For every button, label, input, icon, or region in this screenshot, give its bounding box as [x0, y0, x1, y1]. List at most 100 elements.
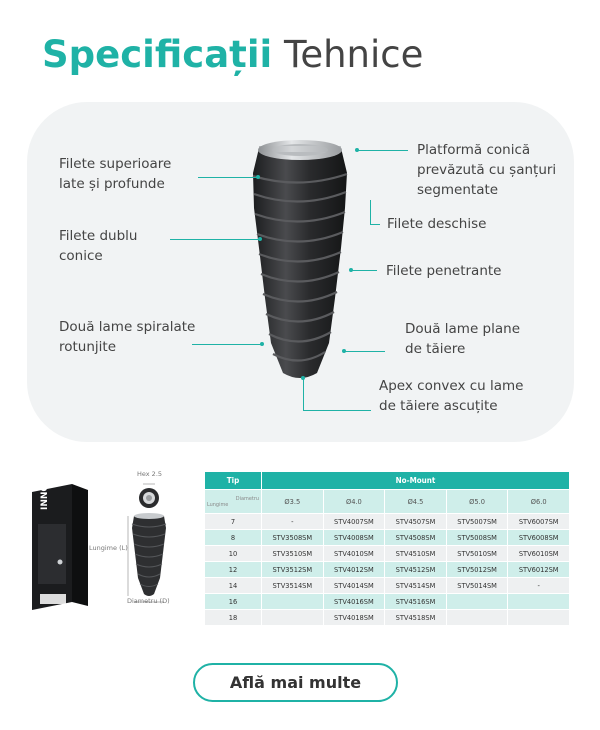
- table-diameter-row: Diametru Lungime Ø3.5 Ø4.0 Ø4.5 Ø5.0 Ø6.…: [204, 489, 570, 514]
- callout-line: Apex convex cu lame: [379, 378, 524, 394]
- table-cell: STV3514SM: [261, 577, 324, 594]
- diameter-header: Ø3.5: [261, 489, 324, 514]
- table-row: 16 STV4016SM STV4516SM: [204, 593, 570, 610]
- table-cell: STV5010SM: [445, 545, 509, 562]
- leader-lame-plane: [345, 351, 385, 352]
- table-cell: STV4012SM: [322, 561, 386, 578]
- table-cell: STV4512SM: [384, 561, 447, 578]
- table-cell: -: [507, 577, 570, 594]
- callout-filete-deschise: Filete deschise: [387, 216, 487, 232]
- diameter-header: Ø4.0: [322, 489, 386, 514]
- callout-line: de tăiere: [405, 341, 466, 357]
- diag-cell: Diametru Lungime: [205, 496, 261, 508]
- callout-line: de tăiere ascuțite: [379, 398, 498, 414]
- callout-apex: Apex convex cu lame de tăiere ascuțite: [379, 376, 523, 416]
- table-cell: STV4016SM: [322, 593, 386, 610]
- callout-line: Platformă conică: [417, 142, 531, 158]
- table-cell: STV6007SM: [507, 513, 570, 530]
- table-cell: STV4510SM: [384, 545, 447, 562]
- table-cell: STV6010SM: [507, 545, 570, 562]
- table-cell: STV4507SM: [384, 513, 447, 530]
- header-diagonal: Diametru Lungime: [204, 489, 262, 514]
- callout-line: Filete dublu: [59, 228, 138, 244]
- table-cell: [261, 609, 324, 626]
- leader-platforma: [358, 150, 408, 151]
- table-cell: STV4018SM: [322, 609, 386, 626]
- table-cell: [445, 609, 509, 626]
- callout-line: late și profunde: [59, 176, 165, 192]
- dot-lame-spiralate: [260, 342, 264, 346]
- table-header-row: Tip No-Mount: [204, 471, 570, 490]
- title-bold: Specificații: [42, 33, 273, 76]
- table-cell: STV3512SM: [261, 561, 324, 578]
- table-cell: STV6008SM: [507, 529, 570, 546]
- callout-filete-dublu: Filete dublu conice: [59, 226, 137, 266]
- diameter-header: Ø6.0: [507, 489, 570, 514]
- diag-lungime: Lungime: [207, 501, 229, 508]
- diameter-label: Diametru (D): [127, 597, 170, 605]
- callout-line: Filete superioare: [59, 156, 172, 172]
- table-row: 10 STV3510SM STV4010SM STV4510SM STV5010…: [204, 545, 570, 562]
- diag-diametru: Diametru: [235, 495, 259, 502]
- table-cell: STV5014SM: [445, 577, 509, 594]
- leader-filete-dublu: [170, 239, 260, 240]
- table-cell: STV3508SM: [261, 529, 324, 546]
- table-cell: STV5012SM: [445, 561, 509, 578]
- dot-filete-penetrante: [349, 268, 353, 272]
- table-cell: STV4007SM: [322, 513, 386, 530]
- row-length: 18: [204, 609, 262, 626]
- implant-dimensions-image: [127, 483, 167, 603]
- table-cell: STV5007SM: [445, 513, 509, 530]
- diameter-header: Ø4.5: [384, 489, 447, 514]
- callout-line: Două lame plane: [405, 321, 521, 337]
- table-cell: STV5008SM: [445, 529, 509, 546]
- product-box-image: [32, 484, 88, 610]
- dot-lame-plane: [342, 349, 346, 353]
- length-label: Lungime (L): [89, 544, 128, 552]
- table-row: 8 STV3508SM STV4008SM STV4508SM STV5008S…: [204, 529, 570, 546]
- table-row: 7 - STV4007SM STV4507SM STV5007SM STV600…: [204, 513, 570, 530]
- table-cell: [445, 593, 509, 610]
- learn-more-button[interactable]: Află mai multe: [193, 663, 398, 702]
- dot-filete-superioare: [256, 175, 260, 179]
- table-row: 14 STV3514SM STV4014SM STV4514SM STV5014…: [204, 577, 570, 594]
- implant-image: [252, 140, 348, 378]
- callout-line: Două lame spiralate: [59, 319, 196, 335]
- leader-apex-h: [303, 410, 371, 411]
- title-light: Tehnice: [284, 33, 424, 76]
- table-cell: STV4010SM: [322, 545, 386, 562]
- table-cell: STV3510SM: [261, 545, 324, 562]
- callout-line: prevăzută cu șanțuri: [417, 162, 557, 178]
- table-row: 18 STV4018SM STV4518SM: [204, 609, 570, 626]
- leader-filete-penetrante: [352, 270, 377, 271]
- callout-line: conice: [59, 248, 103, 264]
- callout-filete-superioare: Filete superioare late și profunde: [59, 154, 171, 194]
- table-cell: STV4516SM: [384, 593, 447, 610]
- leader-filete-deschise-v: [370, 200, 371, 225]
- table-cell: STV4514SM: [384, 577, 447, 594]
- row-length: 12: [204, 561, 262, 578]
- dot-filete-dublu: [258, 237, 262, 241]
- dot-platforma: [355, 148, 359, 152]
- leader-filete-superioare: [198, 177, 258, 178]
- table-cell: STV4014SM: [322, 577, 386, 594]
- table-cell: STV6012SM: [507, 561, 570, 578]
- callout-filete-penetrante: Filete penetrante: [386, 263, 502, 279]
- callout-line: segmentate: [417, 182, 499, 198]
- row-length: 8: [204, 529, 262, 546]
- dot-apex: [301, 376, 305, 380]
- row-length: 7: [204, 513, 262, 530]
- callout-lame-plane: Două lame plane de tăiere: [405, 319, 520, 359]
- table-cell: [507, 593, 570, 610]
- table-cell: STV4518SM: [384, 609, 447, 626]
- row-length: 16: [204, 593, 262, 610]
- header-no-mount: No-Mount: [261, 471, 570, 490]
- table-cell: [507, 609, 570, 626]
- leader-apex-v: [303, 378, 304, 410]
- diameter-header: Ø5.0: [445, 489, 509, 514]
- hex-label: Hex 2.5: [137, 470, 163, 478]
- page-title: Specificații Tehnice: [42, 30, 423, 80]
- row-length: 10: [204, 545, 262, 562]
- box-brand: INNO·V: [40, 473, 50, 510]
- spec-table: Tip No-Mount Diametru Lungime Ø3.5 Ø4.0 …: [204, 471, 570, 626]
